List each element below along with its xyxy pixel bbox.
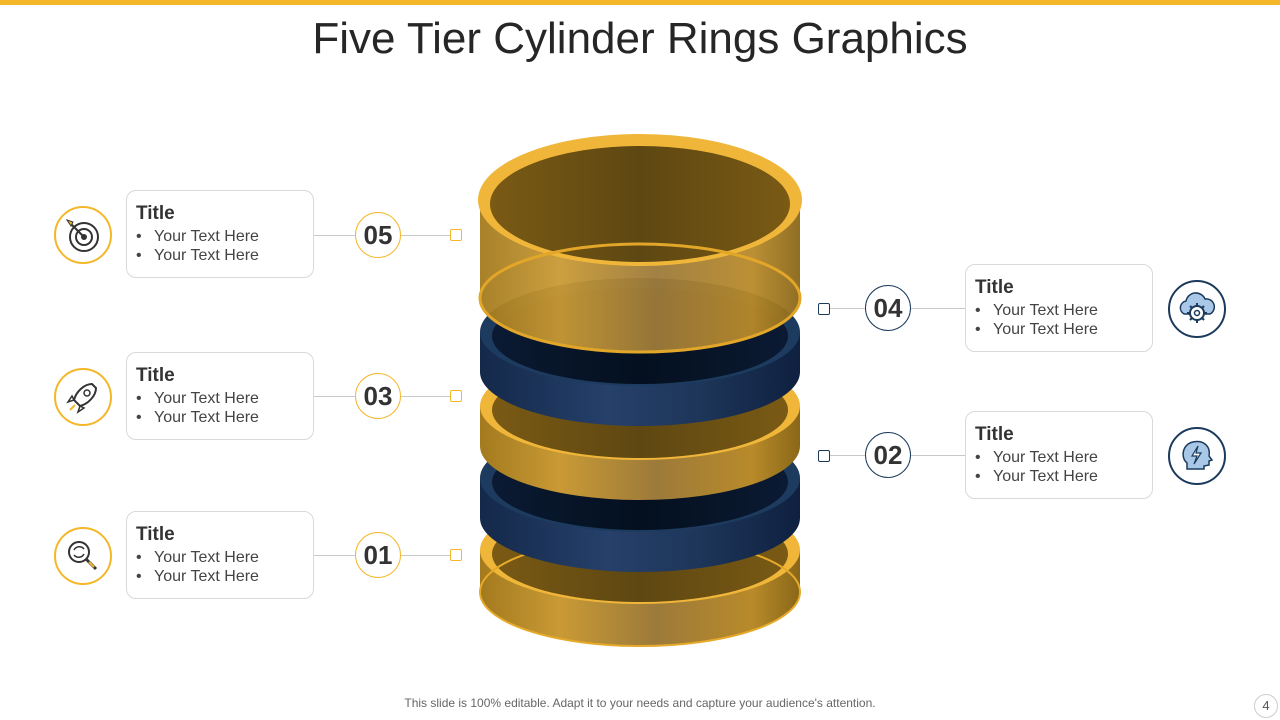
card-item-05: Title •Your Text Here •Your Text Here bbox=[126, 190, 314, 278]
connector-marker bbox=[818, 450, 830, 462]
connector-line bbox=[314, 235, 356, 236]
list-item: •Your Text Here bbox=[136, 228, 259, 245]
footer-note: This slide is 100% editable. Adapt it to… bbox=[404, 696, 876, 710]
card-item-03: Title •Your Text Here •Your Text Here bbox=[126, 352, 314, 440]
list-item: •Your Text Here bbox=[136, 549, 259, 566]
connector-line bbox=[401, 555, 451, 556]
cloud-gear-icon bbox=[1168, 280, 1226, 338]
list-item: •Your Text Here bbox=[136, 247, 259, 264]
card-title: Title bbox=[975, 277, 1014, 298]
card-title: Title bbox=[136, 524, 175, 545]
step-number-05: 05 bbox=[355, 212, 401, 258]
list-item: •Your Text Here bbox=[975, 321, 1098, 338]
connector-line bbox=[911, 308, 967, 309]
top-accent-bar bbox=[0, 0, 1280, 5]
target-dart-icon bbox=[54, 206, 112, 264]
page-number: 4 bbox=[1254, 694, 1278, 718]
list-item: •Your Text Here bbox=[975, 302, 1098, 319]
connector-marker bbox=[450, 390, 462, 402]
step-number-02: 02 bbox=[865, 432, 911, 478]
connector-line bbox=[830, 308, 866, 309]
step-number-03: 03 bbox=[355, 373, 401, 419]
step-number-01: 01 bbox=[355, 532, 401, 578]
connector-marker bbox=[450, 549, 462, 561]
list-item: •Your Text Here bbox=[136, 390, 259, 407]
connector-line bbox=[401, 396, 451, 397]
list-item: •Your Text Here bbox=[136, 409, 259, 426]
connector-line bbox=[401, 235, 451, 236]
card-title: Title bbox=[136, 365, 175, 386]
slide-title: Five Tier Cylinder Rings Graphics bbox=[312, 14, 968, 63]
step-number-04: 04 bbox=[865, 285, 911, 331]
card-item-02: Title •Your Text Here •Your Text Here bbox=[965, 411, 1153, 499]
connector-marker bbox=[450, 229, 462, 241]
head-lightning-icon bbox=[1168, 427, 1226, 485]
list-item: •Your Text Here bbox=[975, 449, 1098, 466]
connector-marker bbox=[818, 303, 830, 315]
card-title: Title bbox=[975, 424, 1014, 445]
card-title: Title bbox=[136, 203, 175, 224]
connector-line bbox=[314, 555, 356, 556]
rocket-icon bbox=[54, 368, 112, 426]
card-item-01: Title •Your Text Here •Your Text Here bbox=[126, 511, 314, 599]
cylinder-rings-graphic bbox=[478, 134, 802, 647]
connector-line bbox=[911, 455, 967, 456]
connector-line bbox=[830, 455, 866, 456]
card-item-04: Title •Your Text Here •Your Text Here bbox=[965, 264, 1153, 352]
ring-tier-5 bbox=[478, 134, 802, 354]
connector-line bbox=[314, 396, 356, 397]
magnifier-refresh-icon bbox=[54, 527, 112, 585]
list-item: •Your Text Here bbox=[975, 468, 1098, 485]
list-item: •Your Text Here bbox=[136, 568, 259, 585]
